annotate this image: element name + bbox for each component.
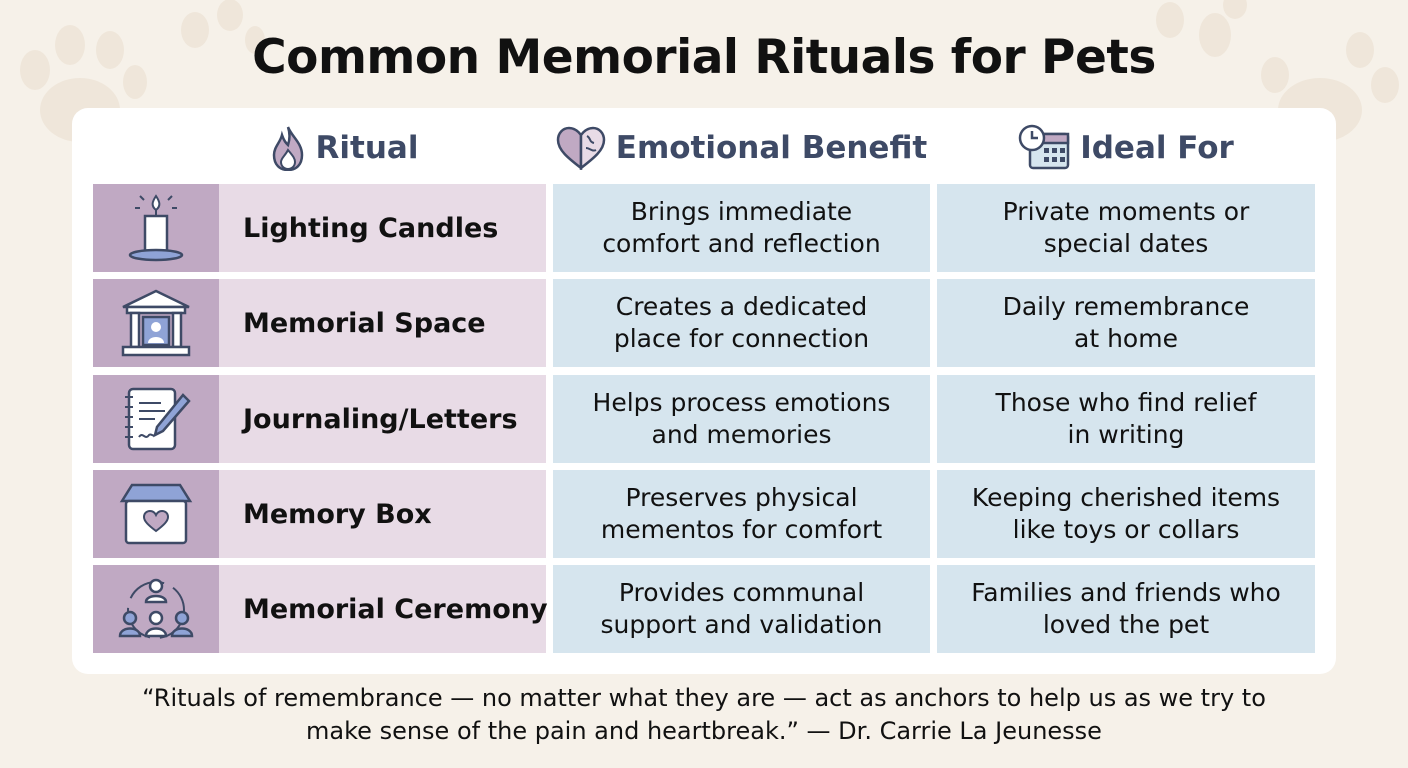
journal-pen-icon <box>125 387 191 451</box>
ritual-name: Memorial Space <box>219 279 546 367</box>
ideal-cell: Those who find relief in writing <box>937 375 1315 463</box>
ideal-line: Families and friends who <box>971 578 1281 607</box>
header-ideal: Ideal For <box>937 118 1315 178</box>
benefit-line: Preserves physical <box>625 483 858 512</box>
quote-line: “Rituals of remembrance — no matter what… <box>142 684 1266 712</box>
ideal-line: loved the pet <box>1042 610 1210 639</box>
header-ritual: Ritual <box>219 118 469 178</box>
header-benefit: Emotional Benefit <box>553 118 930 178</box>
row-icon-cell <box>93 565 219 653</box>
benefit-line: Helps process emotions <box>592 388 891 417</box>
ideal-line: Private moments or <box>1002 197 1250 226</box>
benefit-line: Provides communal <box>618 578 865 607</box>
ideal-cell: Keeping cherished items like toys or coll… <box>937 470 1315 558</box>
ideal-cell: Daily remembrance at home <box>937 279 1315 367</box>
benefit-line: Creates a dedicated <box>615 292 868 321</box>
ideal-line: Those who find relief <box>995 388 1257 417</box>
row-icon-cell <box>93 279 219 367</box>
benefit-line: Brings immediate <box>630 197 853 226</box>
ritual-name: Memorial Ceremony <box>219 565 548 653</box>
header-ritual-label: Ritual <box>315 130 419 166</box>
benefit-line: and memories <box>651 420 832 449</box>
clock-calendar-icon <box>1018 124 1070 170</box>
quote-line: make sense of the pain and heartbreak.” … <box>306 717 1102 745</box>
row-icon-cell <box>93 184 219 272</box>
benefit-cell: Brings immediate comfort and reflection <box>553 184 930 272</box>
candle-icon <box>128 194 184 262</box>
quote: “Rituals of remembrance — no matter what… <box>80 682 1328 748</box>
header-ideal-label: Ideal For <box>1080 130 1234 166</box>
shrine-icon <box>121 289 191 357</box>
row-icon-cell <box>93 470 219 558</box>
benefit-cell: Creates a dedicated place for connection <box>553 279 930 367</box>
benefit-line: comfort and reflection <box>602 229 881 258</box>
ritual-name: Lighting Candles <box>219 184 546 272</box>
ritual-name: Journaling/Letters <box>219 375 546 463</box>
ideal-line: in writing <box>1067 420 1185 449</box>
ideal-line: at home <box>1074 324 1178 353</box>
benefit-cell: Provides communal support and validation <box>553 565 930 653</box>
ritual-name: Memory Box <box>219 470 546 558</box>
benefit-cell: Preserves physical mementos for comfort <box>553 470 930 558</box>
ideal-cell: Private moments or special dates <box>937 184 1315 272</box>
row-icon-cell <box>93 375 219 463</box>
heart-brain-icon <box>556 126 606 170</box>
ideal-line: Keeping cherished items <box>971 483 1281 512</box>
flame-icon <box>272 126 303 171</box>
ideal-line: special dates <box>1043 229 1209 258</box>
ideal-cell: Families and friends who loved the pet <box>937 565 1315 653</box>
benefit-cell: Helps process emotions and memories <box>553 375 930 463</box>
ideal-line: like toys or collars <box>1012 515 1240 544</box>
paw-print-icon <box>1156 0 1247 57</box>
benefit-line: support and validation <box>600 610 883 639</box>
paw-print-icon <box>181 0 265 54</box>
header-benefit-label: Emotional Benefit <box>615 130 928 166</box>
page-title: Common Memorial Rituals for Pets <box>252 30 1156 85</box>
benefit-line: mementos for comfort <box>600 515 883 544</box>
memory-box-icon <box>119 483 193 545</box>
community-icon <box>118 578 194 639</box>
ideal-line: Daily remembrance <box>1002 292 1250 321</box>
benefit-line: place for connection <box>613 324 870 353</box>
